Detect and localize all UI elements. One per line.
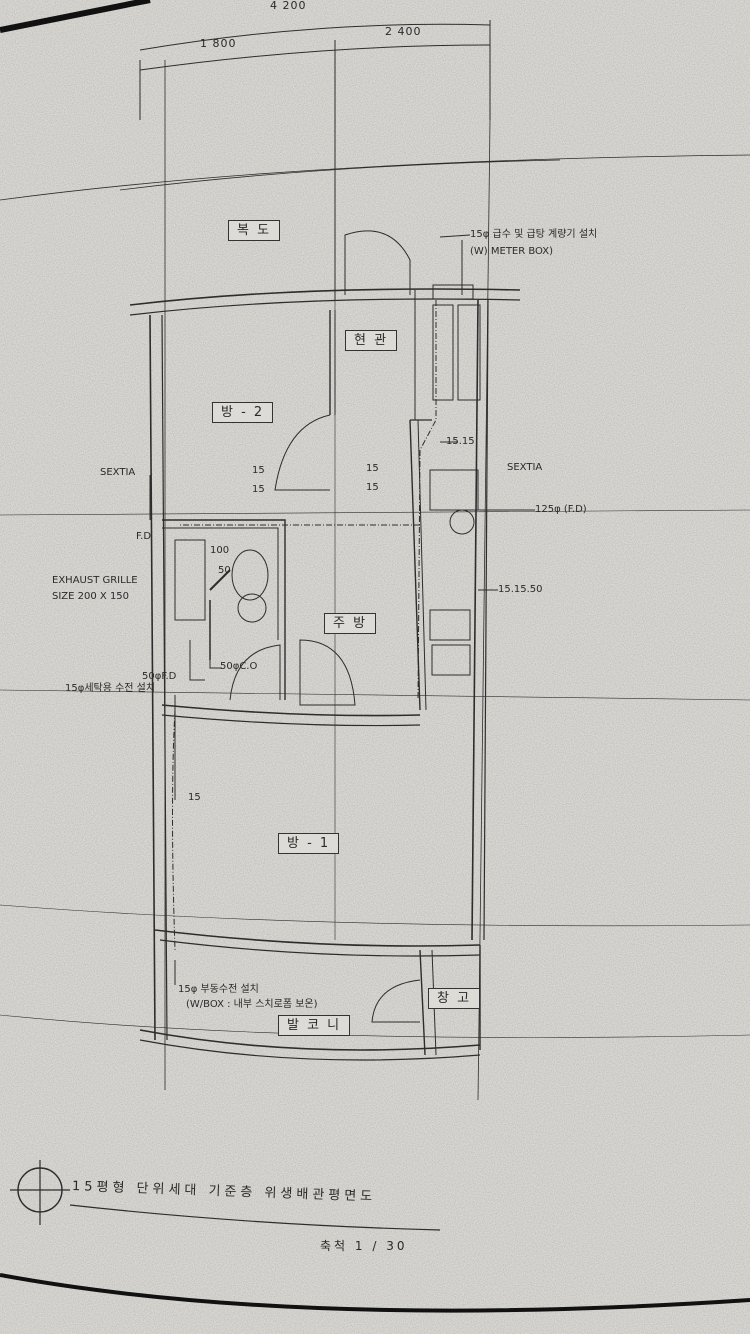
note-50fd: 50φF.D [142, 671, 177, 682]
leader-50co [209, 640, 222, 669]
storage-wall-left [419, 949, 426, 1056]
wall-bottom-inner [159, 939, 481, 957]
meter-box [432, 284, 474, 300]
wall-kitchen-right-b [417, 419, 427, 711]
kitchen-door-swing [299, 639, 356, 706]
storage-door-swing [371, 979, 421, 1023]
room-label-room2: 방 - 2 [212, 402, 274, 423]
dim-line-split [139, 44, 491, 71]
note-15-a: 15 [252, 465, 265, 476]
wall-left-inner [161, 314, 168, 1041]
note-15-b: 15 [252, 484, 265, 495]
bottom-border-line [0, 1273, 750, 1313]
room2-door-swing [274, 414, 331, 491]
note-sextia-right: SEXTIA [507, 462, 543, 473]
note-151550: 15.15.50 [498, 584, 543, 595]
note-15-d: 15 [366, 482, 379, 493]
kitchen-sink [429, 609, 471, 641]
note-50co: 50φC.O [220, 661, 258, 672]
note-exhaust-2: SIZE 200 X 150 [52, 591, 130, 602]
room-label-kitchen: 주 방 [324, 613, 377, 634]
room-label-storage: 창 고 [428, 988, 481, 1009]
balcony-rail-inner [139, 1039, 481, 1061]
supply-pipe-balcony [172, 709, 176, 951]
wall-mid-inner [161, 714, 421, 727]
room-label-room1: 방 - 1 [278, 833, 340, 854]
note-1515: 15.15 [446, 436, 475, 447]
room-label-balcony: 발 코 니 [278, 1015, 351, 1036]
dim-right-label: 2 400 [385, 25, 422, 38]
note-15-e: 15 [188, 792, 201, 803]
note-exhaust-1: EXHAUST GRILLE [52, 575, 138, 586]
leader-50fd [189, 640, 205, 681]
shaft-right [457, 304, 481, 401]
note-fd-left: F.D [136, 531, 152, 542]
grid-line-v3 [477, 119, 491, 1101]
drawing-scale: 축척 1 / 30 [320, 1239, 408, 1253]
wash-basin [237, 593, 267, 623]
title-underline [69, 1204, 441, 1231]
grid-line-h2 [119, 159, 561, 191]
linework-group [0, 20, 750, 1231]
grid-line-h1 [0, 154, 750, 201]
note-drain-2: (W/BOX : 내부 스치로폼 보온) [186, 999, 318, 1010]
note-drain-1: 15φ 부동수전 설치 [178, 984, 259, 995]
wall-left-outer [149, 314, 156, 1041]
note-sextia-left: SEXTIA [100, 467, 136, 478]
grid-line-h3 [0, 509, 750, 516]
note-meter: 15φ 급수 및 급탕 계량기 설치 [470, 229, 598, 240]
drain-line-bath [209, 569, 231, 591]
note-50: 50 [218, 565, 231, 576]
bathroom-wall [162, 519, 286, 700]
leader-meter [439, 234, 471, 238]
note-meter-box: (W) METER BOX) [470, 246, 554, 257]
supply-pipe-main [417, 300, 437, 701]
balcony-rail-outer [139, 1029, 481, 1051]
toilet [231, 549, 269, 601]
note-hot-water: 15φ세탁용 수전 설치 [65, 683, 156, 694]
dim-line-total [139, 23, 491, 51]
dim-total-label: 4 200 [270, 0, 307, 12]
dim-left-label: 1 800 [200, 37, 237, 50]
note-100: 100 [210, 545, 230, 556]
top-border-line [0, 0, 151, 33]
stove [431, 644, 471, 676]
entrance-door-swing [344, 230, 411, 295]
bath-door-swing [229, 644, 281, 701]
note-15-c: 15 [366, 463, 379, 474]
grid-line-h4 [0, 689, 750, 701]
room-label-corridor: 복 도 [228, 220, 281, 241]
floor-drain-right [449, 509, 475, 535]
shaft-left [432, 304, 454, 401]
note-fd-right: 125φ (F.D) [535, 504, 587, 515]
wall-right-outer [471, 299, 479, 941]
sextia-box [429, 469, 479, 511]
wall-right-inner [483, 299, 489, 941]
bathroom-wall-inner [162, 527, 279, 640]
wall-bottom-outer [154, 929, 481, 947]
bath-tub [174, 539, 206, 621]
wall-mid-outer [161, 704, 421, 717]
room-label-entrance: 현 관 [345, 330, 398, 351]
grid-line-h5 [0, 904, 750, 927]
